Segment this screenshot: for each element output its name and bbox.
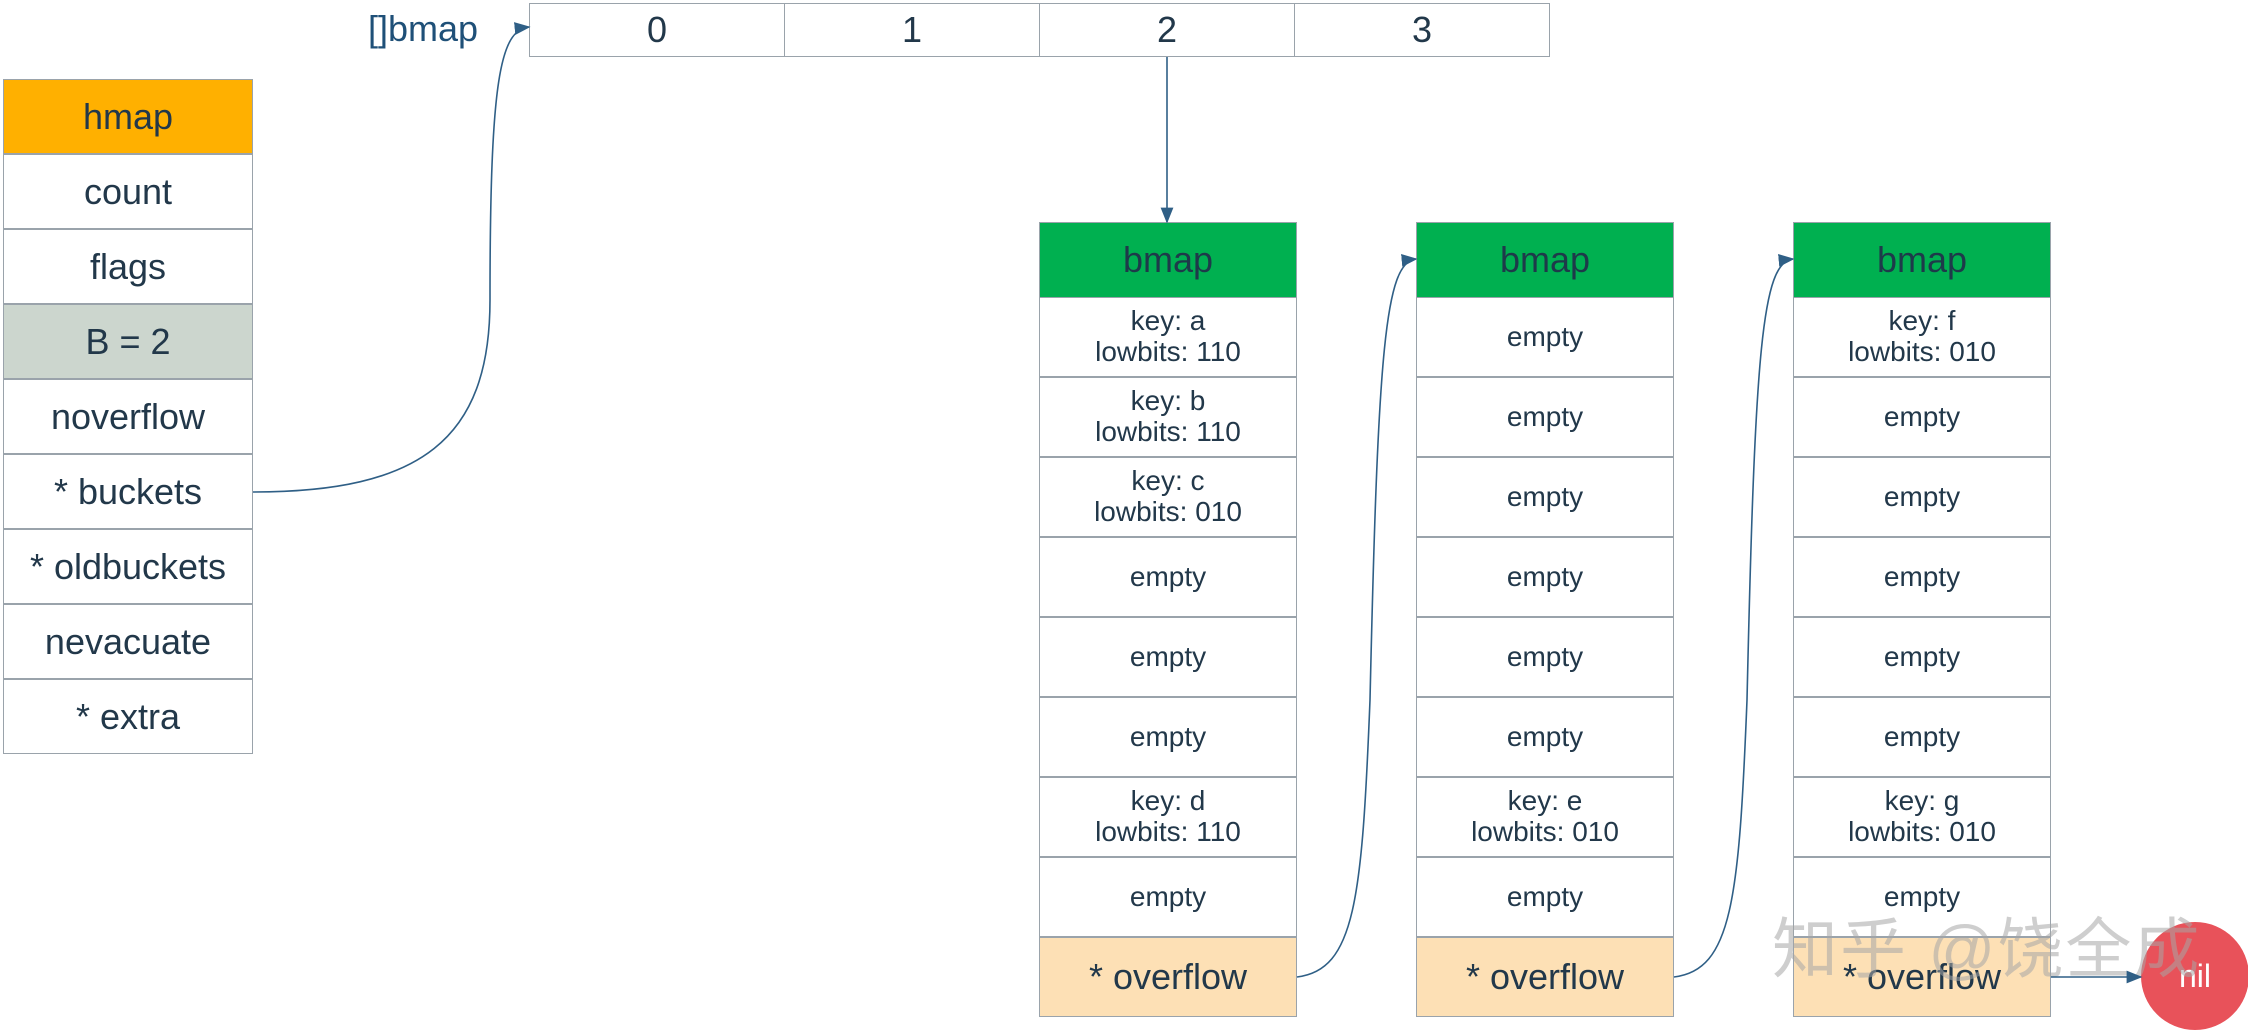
overflow-1-arrow bbox=[1296, 254, 1418, 978]
overflow-2-arrow bbox=[1673, 254, 1795, 978]
bmap-3-slot-1: key: f lowbits: 010 bbox=[1793, 297, 2051, 377]
bmap-2-slot-7: key: e lowbits: 010 bbox=[1416, 777, 1674, 857]
bmap-3-slot-7: key: g lowbits: 010 bbox=[1793, 777, 2051, 857]
bmap-1-slot-6: empty bbox=[1039, 697, 1297, 777]
bmap-1-slot-4: empty bbox=[1039, 537, 1297, 617]
bmap-1-slot-7: key: d lowbits: 110 bbox=[1039, 777, 1297, 857]
bucket-array-index-1: 1 bbox=[784, 3, 1040, 57]
bmap-1-slot-8: empty bbox=[1039, 857, 1297, 937]
hmap-field-extra: * extra bbox=[3, 679, 253, 754]
bmap-2-slot-5: empty bbox=[1416, 617, 1674, 697]
hmap-field-buckets: * buckets bbox=[3, 454, 253, 529]
bmap-1-slot-2: key: b lowbits: 110 bbox=[1039, 377, 1297, 457]
bmap-1-slot-1: key: a lowbits: 110 bbox=[1039, 297, 1297, 377]
bmap-2-slot-4: empty bbox=[1416, 537, 1674, 617]
nil-node: nil bbox=[2141, 922, 2248, 1030]
bmap-2-slot-3: empty bbox=[1416, 457, 1674, 537]
bucket-array-index-0: 0 bbox=[529, 3, 785, 57]
bmap-3-slot-2: empty bbox=[1793, 377, 2051, 457]
bmap-2-slot-2: empty bbox=[1416, 377, 1674, 457]
bmap-3-slot-6: empty bbox=[1793, 697, 2051, 777]
bmap-3-slot-8: empty bbox=[1793, 857, 2051, 937]
bmap-2-header: bmap bbox=[1416, 222, 1674, 298]
bucket-array-label: []bmap bbox=[368, 8, 479, 49]
buckets-pointer-arrow bbox=[252, 22, 531, 493]
bmap-3-slot-3: empty bbox=[1793, 457, 2051, 537]
hmap-header: hmap bbox=[3, 79, 253, 154]
bmap-3-header: bmap bbox=[1793, 222, 2051, 298]
bmap-1-slot-5: empty bbox=[1039, 617, 1297, 697]
bmap-3-slot-4: empty bbox=[1793, 537, 2051, 617]
bmap-2-overflow: * overflow bbox=[1416, 937, 1674, 1017]
bmap-2-slot-6: empty bbox=[1416, 697, 1674, 777]
bucket-array-index-3: 3 bbox=[1294, 3, 1550, 57]
bucket-array-index-2: 2 bbox=[1039, 3, 1295, 57]
bmap-1-slot-3: key: c lowbits: 010 bbox=[1039, 457, 1297, 537]
hmap-field-nevacuate: nevacuate bbox=[3, 604, 253, 679]
hmap-field-b: B = 2 bbox=[3, 304, 253, 379]
hmap-field-noverflow: noverflow bbox=[3, 379, 253, 454]
bmap-1-header: bmap bbox=[1039, 222, 1297, 298]
bmap-3-slot-5: empty bbox=[1793, 617, 2051, 697]
hmap-field-flags: flags bbox=[3, 229, 253, 304]
bmap-2-slot-8: empty bbox=[1416, 857, 1674, 937]
hmap-field-count: count bbox=[3, 154, 253, 229]
hmap-field-oldbuckets: * oldbuckets bbox=[3, 529, 253, 604]
bmap-3-overflow: * overflow bbox=[1793, 937, 2051, 1017]
bmap-1-overflow: * overflow bbox=[1039, 937, 1297, 1017]
bmap-2-slot-1: empty bbox=[1416, 297, 1674, 377]
